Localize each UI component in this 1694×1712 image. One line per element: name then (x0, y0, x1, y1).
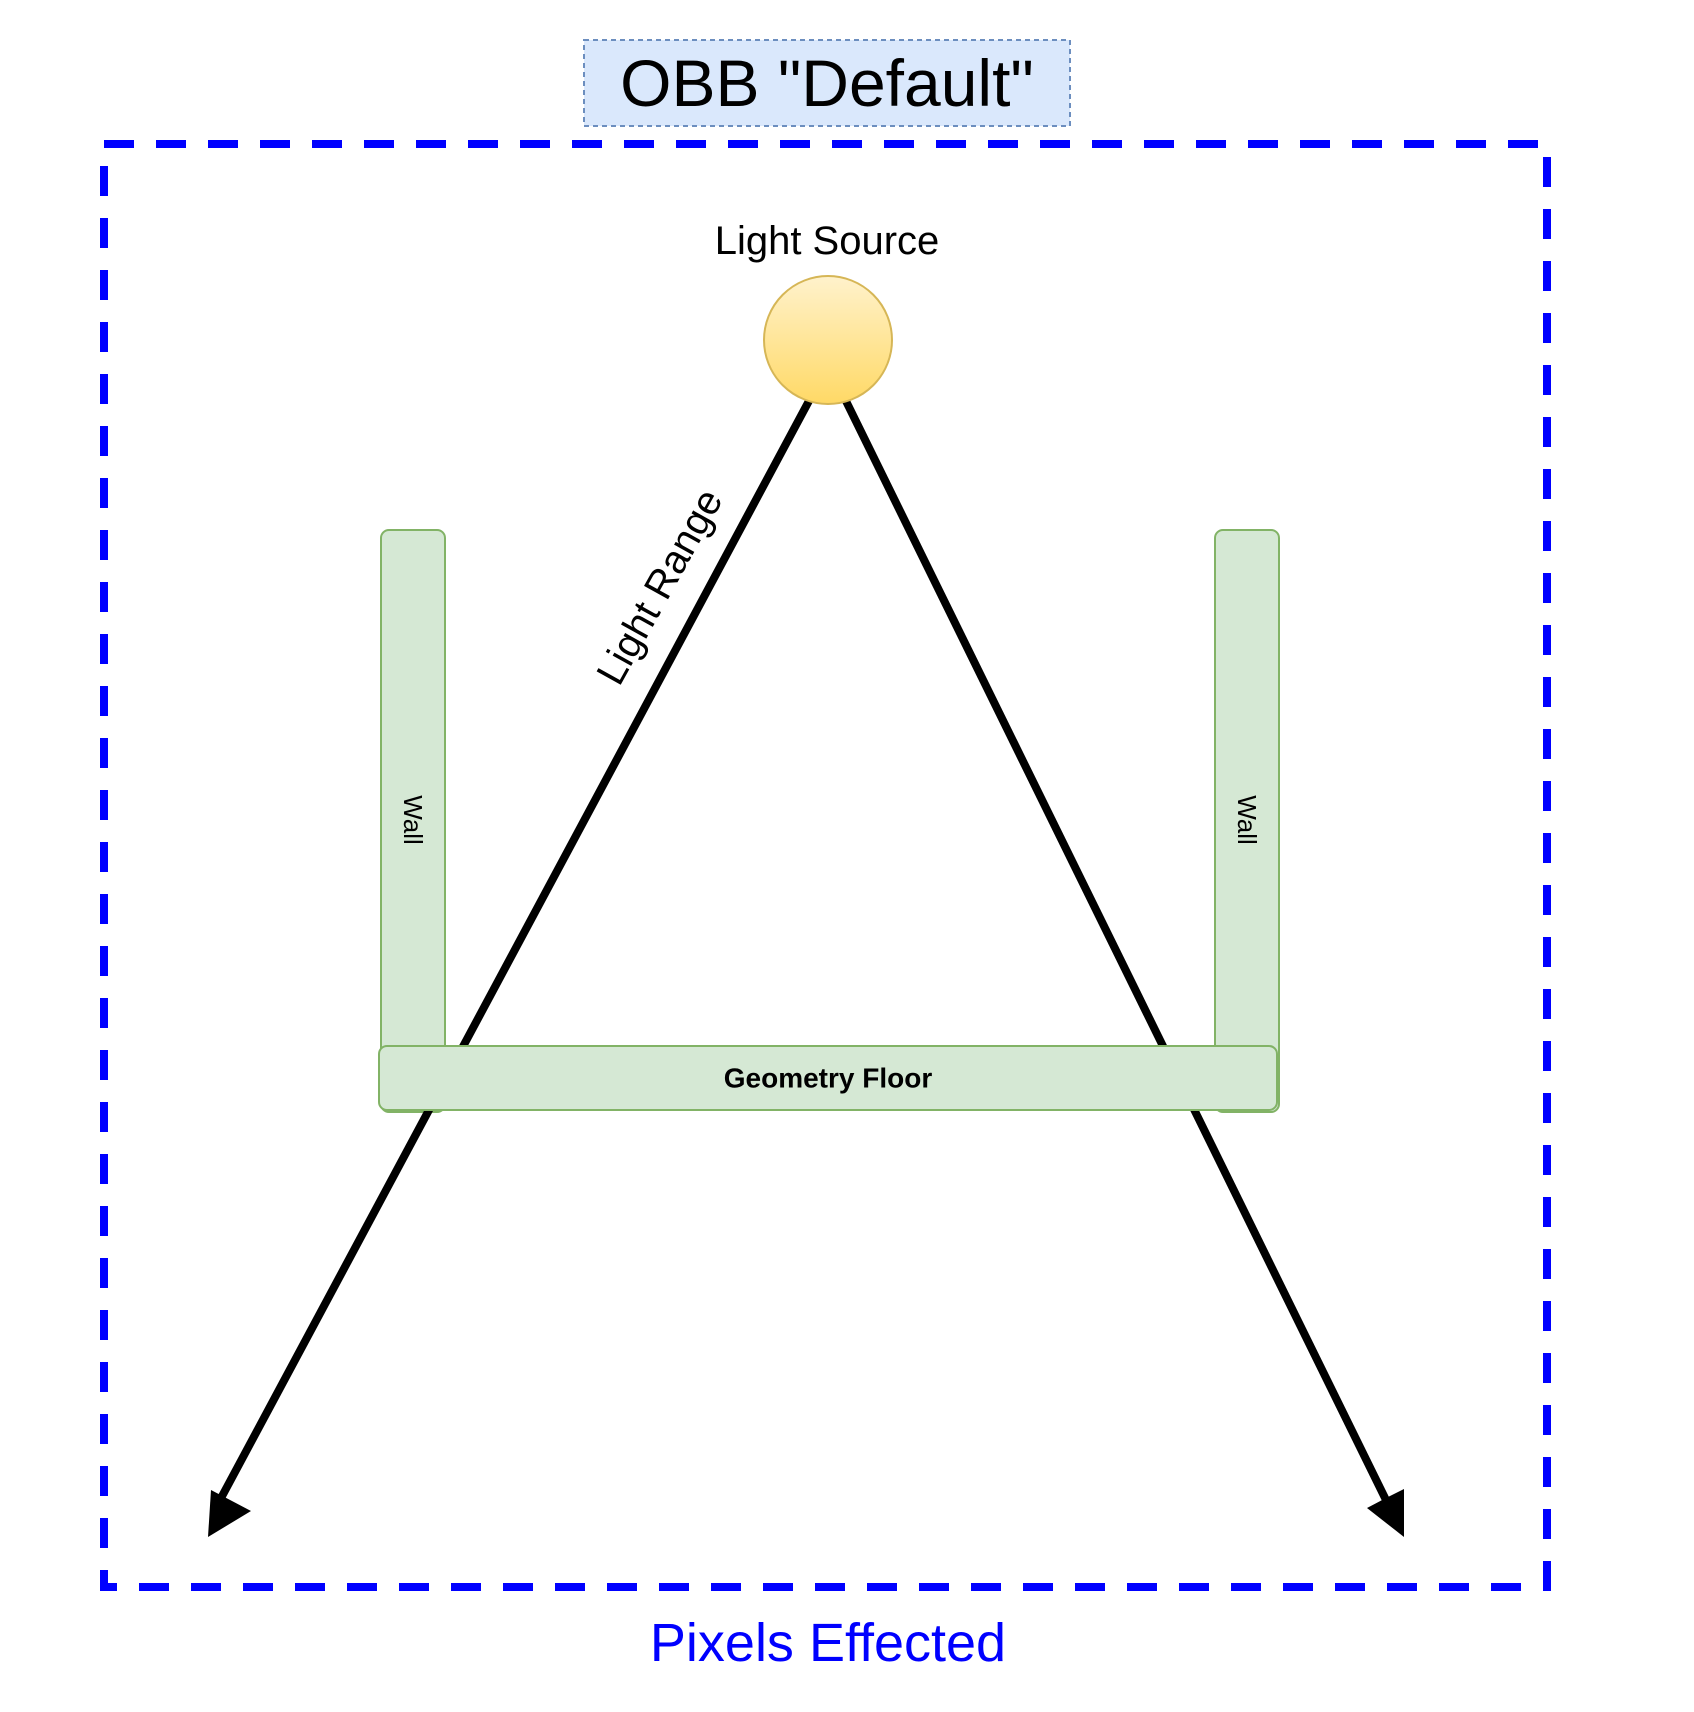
bounding-box-caption: Pixels Effected (650, 1613, 1006, 1673)
left-ray (216, 397, 814, 1502)
title-box: OBB "Default" (583, 39, 1071, 127)
right-wall-label: Wall (1232, 795, 1262, 845)
light-source-sun-icon (763, 275, 893, 405)
geometry-floor-label: Geometry Floor (724, 1063, 933, 1094)
geometry-floor: Geometry Floor (378, 1045, 1278, 1111)
light-rays (208, 397, 1404, 1537)
left-wall-label: Wall (398, 795, 428, 845)
diagram-title: OBB "Default" (620, 46, 1034, 120)
left-ray-arrowhead (208, 1490, 251, 1537)
right-wall: Wall (1214, 529, 1280, 1113)
light-source-label: Light Source (715, 219, 940, 263)
left-wall: Wall (380, 529, 446, 1113)
right-ray (841, 397, 1390, 1502)
bounding-box (100, 140, 1551, 1591)
right-ray-arrowhead (1367, 1489, 1404, 1537)
